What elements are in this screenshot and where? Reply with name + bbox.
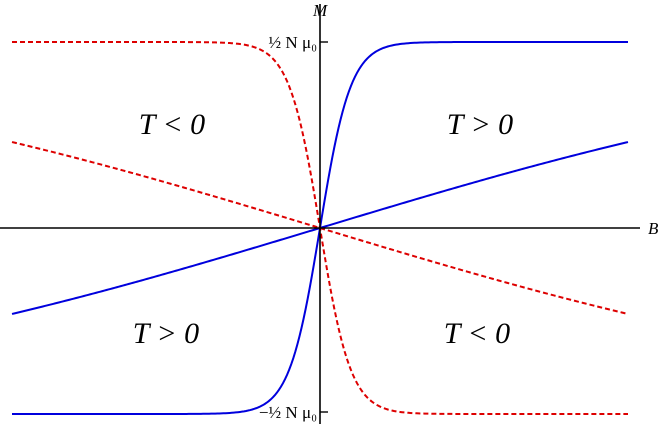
x-axis-label: B [648,219,659,238]
series-line-3 [11,141,629,315]
y-tick-label-top: ½ N μ₀ [268,33,317,52]
region-label-bottom-right: T < 0 [444,317,510,350]
region-label-top-left: T < 0 [139,108,205,141]
y-tick-label-bottom: −½ N μ₀ [259,403,317,422]
region-label-bottom-left: T > 0 [133,317,199,350]
region-label-top-right: T > 0 [447,108,513,141]
y-axis-label: M [312,1,328,20]
